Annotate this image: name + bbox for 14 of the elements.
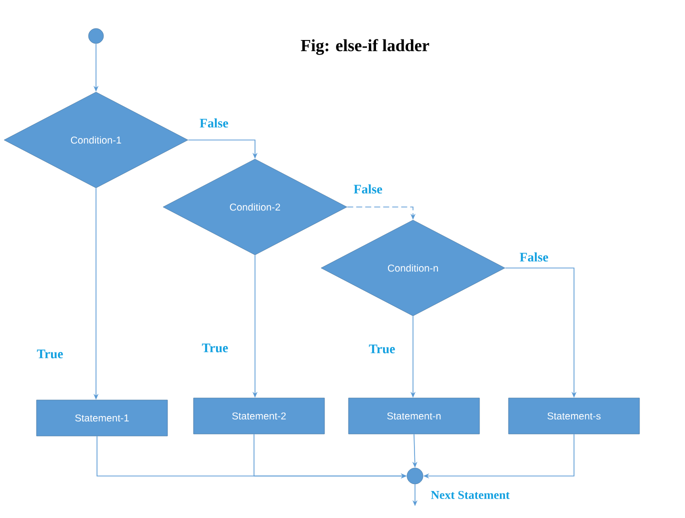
process-box: Statement-1 [36,400,168,436]
process-box: Statement-s [508,398,640,434]
process-box: Statement-n [348,398,480,434]
edge-label: True [368,344,396,354]
title: Fig: else-if ladder [300,39,430,55]
node-caption: Next Statement [430,490,510,499]
edge-label: False [198,117,230,129]
edge-label: True [200,342,230,354]
edge-label: False [518,251,550,263]
connector-circle [406,468,424,484]
edge-label: False [352,183,384,195]
connector-circle [88,28,104,44]
edge-label: True [36,348,64,360]
process-box: Statement-2 [193,398,325,434]
